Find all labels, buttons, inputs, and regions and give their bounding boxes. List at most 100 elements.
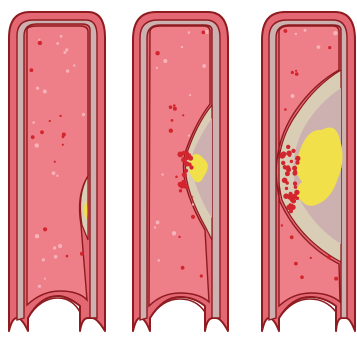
red-blood-cell	[291, 149, 295, 153]
blood-speck	[328, 46, 331, 49]
blood-speck	[54, 255, 58, 259]
blood-speck	[181, 46, 183, 48]
blood-speck	[60, 35, 63, 38]
red-blood-cell	[281, 152, 286, 157]
blood-speck	[54, 161, 56, 163]
vessel-lumen	[27, 26, 88, 305]
blood-speck	[178, 236, 180, 238]
blood-speck	[73, 64, 75, 66]
blood-speck	[35, 234, 39, 238]
blood-speck	[334, 277, 338, 281]
blood-speck	[158, 259, 161, 262]
red-blood-cell	[286, 145, 290, 149]
blood-speck	[181, 266, 185, 270]
blood-speck	[156, 67, 158, 69]
blood-speck	[42, 258, 45, 261]
red-blood-cell	[184, 169, 188, 173]
red-blood-cell	[295, 161, 299, 165]
blood-speck	[56, 175, 58, 177]
red-blood-cell	[293, 182, 297, 186]
red-blood-cell	[185, 157, 189, 161]
blood-speck	[291, 94, 295, 98]
red-blood-cell	[290, 160, 293, 163]
blood-speck	[65, 48, 68, 51]
blood-speck	[291, 71, 294, 74]
blood-speck	[43, 227, 47, 231]
red-blood-cell	[179, 183, 185, 189]
red-blood-cell	[289, 209, 293, 213]
blood-speck	[52, 171, 56, 175]
blood-speck	[156, 221, 160, 225]
red-blood-cell	[283, 165, 287, 169]
blood-speck	[179, 189, 182, 192]
blood-speck	[202, 64, 206, 68]
blood-speck	[304, 29, 307, 32]
blood-speck	[173, 104, 176, 107]
red-blood-cell	[292, 166, 297, 171]
blood-speck	[317, 45, 321, 49]
blood-speck	[171, 119, 174, 122]
artery-stage-1	[9, 12, 105, 331]
artery-stage-3	[262, 12, 355, 331]
blood-speck	[200, 274, 203, 277]
blood-speck	[300, 275, 304, 279]
blood-speck	[82, 113, 85, 116]
red-blood-cell	[285, 187, 288, 190]
blood-speck	[62, 133, 66, 137]
blood-speck	[66, 255, 69, 258]
blood-speck	[191, 215, 195, 219]
blood-speck	[80, 252, 84, 256]
blood-speck	[202, 31, 206, 35]
red-blood-cell	[177, 152, 183, 158]
blood-speck	[290, 235, 294, 239]
blood-speck	[310, 257, 312, 259]
red-blood-cell	[184, 161, 189, 166]
blood-speck	[161, 173, 163, 175]
blood-speck	[295, 72, 299, 76]
red-blood-cell	[294, 185, 297, 188]
blood-speck	[43, 90, 47, 94]
blood-speck	[35, 143, 39, 147]
blood-speck	[192, 203, 194, 205]
red-blood-cell	[289, 204, 293, 208]
blood-speck	[284, 29, 288, 33]
blood-speck	[31, 135, 35, 139]
blood-speck	[38, 39, 40, 41]
blood-speck	[172, 231, 176, 235]
blood-speck	[155, 51, 159, 55]
blood-speck	[163, 59, 167, 63]
blood-speck	[333, 31, 337, 35]
blood-speck	[59, 115, 61, 117]
blood-speck	[56, 42, 59, 45]
red-blood-cell	[288, 192, 292, 196]
blood-speck	[188, 31, 191, 34]
blood-speck	[295, 33, 297, 35]
blood-speck	[53, 246, 56, 249]
red-blood-cell	[282, 178, 288, 184]
blood-speck	[294, 262, 298, 266]
blood-speck	[169, 129, 173, 133]
blood-speck	[327, 255, 331, 259]
blood-speck	[30, 68, 34, 72]
blood-speck	[44, 278, 46, 280]
blood-speck	[169, 105, 173, 109]
red-blood-cell	[288, 153, 292, 157]
blood-speck	[36, 87, 39, 90]
blood-speck	[189, 94, 191, 96]
red-blood-cell	[292, 171, 297, 176]
blood-speck	[284, 108, 287, 111]
red-blood-cell	[283, 193, 289, 199]
artery-stage-2	[133, 12, 228, 331]
red-blood-cell	[291, 199, 296, 204]
blood-speck	[63, 51, 66, 54]
blood-speck	[38, 41, 42, 45]
blood-speck	[281, 224, 283, 226]
blood-speck	[295, 70, 297, 72]
blood-speck	[154, 226, 156, 228]
red-blood-cell	[281, 161, 285, 165]
blood-speck	[32, 121, 35, 124]
blood-speck	[40, 130, 44, 134]
red-blood-cell	[182, 172, 187, 177]
